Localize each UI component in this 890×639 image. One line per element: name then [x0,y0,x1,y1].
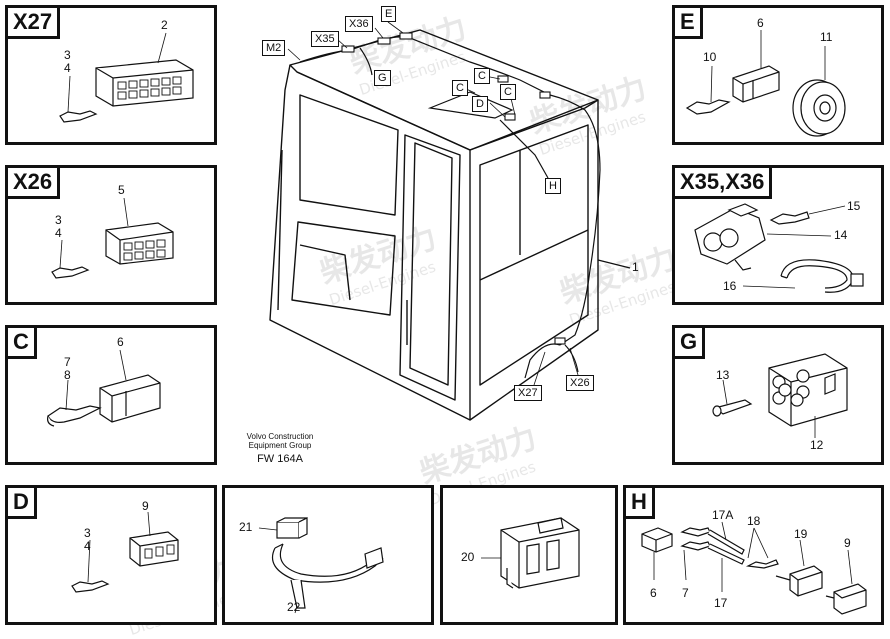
label-x26: X26 [566,375,594,391]
part-number: 5 [118,183,125,197]
part-number: 17 [714,596,728,610]
part-number: 11 [820,30,833,44]
caption-line1: Volvo Construction [246,432,314,441]
panel-g: G 13 12 [672,325,884,465]
part-number: 13 [716,368,730,382]
connector-housing-drawing [47,349,161,427]
caption-line2: Equipment Group [248,441,312,450]
part-number: 15 [847,199,861,213]
connector-housing-drawing [59,32,194,123]
part-number: 17A [712,508,734,522]
panel-tag: X26 [8,168,61,199]
panel-h: H 17A 18 19 9 6 7 17 [623,485,884,625]
connector-housing-drawing [51,197,174,279]
part-number: 4 [64,61,71,75]
panel-x27: X27 2 3 4 [5,5,217,145]
part-number: 3 [64,48,71,62]
label-e: E [381,6,397,22]
part-number: 20 [461,550,475,564]
label-c: C [500,84,516,100]
part-number: 12 [810,438,824,452]
part-number: 6 [757,16,764,30]
label-h: H [545,178,561,194]
part-number: 7 [682,586,689,600]
connector-parts-drawing [685,30,846,137]
label-c: C [452,80,468,96]
panel-tag: G [675,328,706,359]
part-number: 6 [650,586,657,600]
part-number: 14 [834,228,848,242]
panel-tag: H [626,488,655,519]
panel-d: D 9 3 4 [5,485,217,625]
part-number: 22 [287,600,301,614]
label-g: G [374,70,391,86]
panel-tag: X35,X36 [675,168,773,199]
part-number: 8 [64,368,71,382]
part-number: 6 [117,335,124,349]
connector-parts-drawing [712,353,848,438]
label-1: 1 [632,260,639,274]
part-number: 9 [142,499,149,513]
part-number: 4 [84,539,91,553]
connector-parts-drawing [694,203,864,293]
part-number: 19 [794,527,808,541]
panel-c: C 6 7 8 [5,325,217,465]
label-m2: M2 [262,40,286,56]
label-x35: X35 [311,31,339,47]
part-number: 3 [55,213,62,227]
connector-parts-drawing [641,521,867,615]
part-number: 7 [64,355,71,369]
part-number: 16 [723,279,737,293]
panel-20: 20 [440,485,618,625]
panel-x26: X26 5 3 4 [5,165,217,305]
panel-tag: X27 [8,8,61,39]
part-number: 4 [55,226,62,240]
panel-tag: C [8,328,37,359]
panel-tag: D [8,488,37,519]
cable-tie-drawing [258,517,384,614]
label-d: D [472,96,488,112]
part-number: 2 [161,18,168,32]
caption: Volvo Construction Equipment Group FW 16… [230,432,330,465]
label-x36: X36 [345,16,373,32]
caption-code: FW 164A [257,453,303,465]
panel-e: E 6 10 11 [672,5,884,145]
panel-tag: E [675,8,703,39]
connector-housing-drawing [71,511,179,593]
panel-x35-x36: X35,X36 15 14 16 [672,165,884,305]
part-number: 18 [747,514,761,528]
part-number: 10 [703,50,717,64]
connector-housing-drawing [481,517,580,589]
panel-cable-tie: 21 22 [222,485,434,625]
part-number: 21 [239,520,253,534]
label-x27: X27 [514,385,542,401]
part-number: 3 [84,526,91,540]
label-c: C [474,68,490,84]
part-number: 9 [844,536,851,550]
